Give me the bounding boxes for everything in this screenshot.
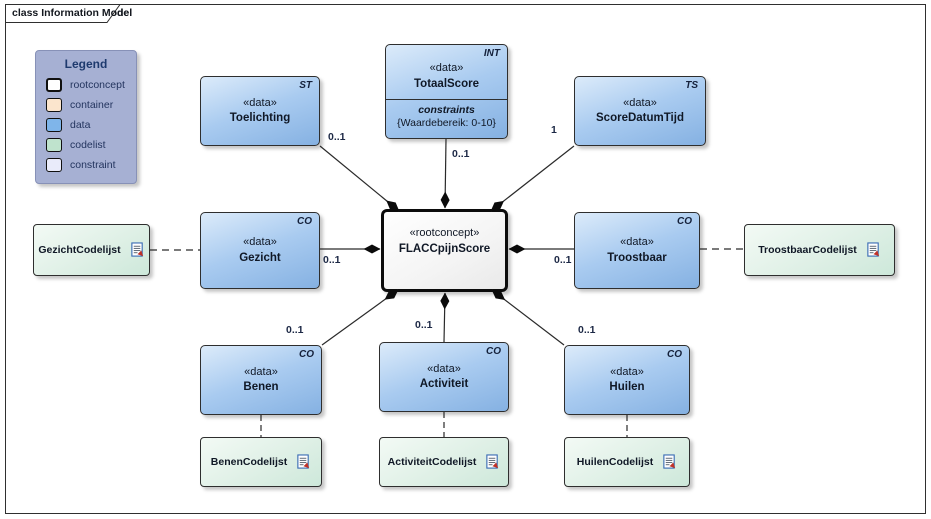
codelist-swatch: [46, 138, 62, 152]
document-icon: [866, 242, 881, 258]
legend-item-data: data: [46, 118, 136, 132]
datatype-tag: ST: [299, 80, 312, 91]
data-swatch: [46, 118, 62, 132]
document-icon: [130, 242, 145, 258]
legend-item-rootconcept: rootconcept: [46, 78, 136, 92]
node-name: Gezicht: [239, 251, 281, 264]
multiplicity-totaalscore: 0..1: [452, 148, 470, 160]
node-flaccpijnscore[interactable]: «rootconcept» FLACCpijnScore: [381, 209, 508, 292]
diagram-tab-title: class Information Model: [12, 7, 133, 19]
multiplicity-scoredatumtijd: 1: [551, 124, 557, 136]
codelist-name: GezichtCodelijst: [38, 244, 121, 256]
datatype-tag: CO: [486, 346, 501, 357]
stereotype: «data»: [244, 365, 278, 378]
datatype-tag: CO: [677, 216, 692, 227]
node-name: ScoreDatumTijd: [596, 112, 684, 125]
node-huilen[interactable]: CO «data» Huilen: [564, 345, 690, 415]
codelist-name: ActiviteitCodelijst: [387, 456, 477, 468]
legend-item-constraint: constraint: [46, 158, 136, 172]
multiplicity-toelichting: 0..1: [328, 131, 346, 143]
stereotype: «data»: [243, 236, 277, 249]
stereotype: «data»: [427, 362, 461, 375]
node-benen[interactable]: CO «data» Benen: [200, 345, 322, 415]
node-name: Huilen: [609, 381, 645, 394]
multiplicity-gezicht: 0..1: [323, 254, 341, 266]
codelist-name: BenenCodelijst: [210, 456, 288, 468]
legend: Legend rootconcept container data codeli…: [35, 50, 137, 184]
datatype-tag: INT: [483, 48, 500, 59]
multiplicity-activiteit: 0..1: [415, 319, 433, 331]
legend-item-container: container: [46, 98, 136, 112]
multiplicity-benen: 0..1: [286, 324, 304, 336]
node-troostbaar-codelijst[interactable]: TroostbaarCodelijst: [744, 224, 895, 276]
stereotype: «data»: [429, 62, 464, 74]
node-gezicht-codelijst[interactable]: GezichtCodelijst: [33, 224, 150, 276]
node-name: Troostbaar: [607, 251, 667, 264]
rootconcept-swatch: [46, 78, 62, 92]
node-huilen-codelijst[interactable]: HuilenCodelijst: [564, 437, 690, 487]
node-activiteit[interactable]: CO «data» Activiteit: [379, 342, 509, 412]
node-name: TotaalScore: [414, 77, 479, 90]
node-gezicht[interactable]: CO «data» Gezicht: [200, 212, 320, 289]
constraints-compartment: constraints {Waardebereik: 0-10}: [386, 98, 507, 131]
node-troostbaar[interactable]: CO «data» Troostbaar: [574, 212, 700, 289]
document-icon: [485, 454, 500, 470]
diagram-frame: [5, 4, 926, 514]
node-toelichting[interactable]: ST «data» Toelichting: [200, 76, 320, 146]
datatype-tag: CO: [299, 349, 314, 360]
constraint-swatch: [46, 158, 62, 172]
node-activiteit-codelijst[interactable]: ActiviteitCodelijst: [379, 437, 509, 487]
node-name: Benen: [243, 381, 279, 394]
constraint-value: {Waardebereik: 0-10}: [397, 116, 496, 129]
legend-title: Legend: [64, 57, 108, 71]
stereotype: «rootconcept»: [409, 227, 480, 239]
stereotype: «data»: [623, 96, 657, 109]
datatype-tag: TS: [685, 80, 698, 91]
legend-item-codelist: codelist: [46, 138, 136, 152]
multiplicity-huilen: 0..1: [578, 324, 596, 336]
multiplicity-troostbaar: 0..1: [554, 254, 572, 266]
stereotype: «data»: [610, 365, 644, 378]
node-name: FLACCpijnScore: [398, 242, 491, 255]
document-icon: [296, 454, 311, 470]
codelist-name: HuilenCodelijst: [576, 456, 654, 468]
node-totaalscore[interactable]: INT «data» TotaalScore constraints {Waar…: [385, 44, 508, 139]
datatype-tag: CO: [667, 349, 682, 360]
node-benen-codelijst[interactable]: BenenCodelijst: [200, 437, 322, 487]
stereotype: «data»: [243, 96, 277, 109]
document-icon: [662, 454, 677, 470]
datatype-tag: CO: [297, 216, 312, 227]
container-swatch: [46, 98, 62, 112]
stereotype: «data»: [620, 236, 654, 249]
constraints-header: constraints: [418, 103, 475, 116]
node-name: Activiteit: [419, 378, 469, 391]
codelist-name: TroostbaarCodelijst: [758, 244, 857, 256]
node-scoredatumtijd[interactable]: TS «data» ScoreDatumTijd: [574, 76, 706, 146]
node-name: Toelichting: [229, 112, 291, 125]
